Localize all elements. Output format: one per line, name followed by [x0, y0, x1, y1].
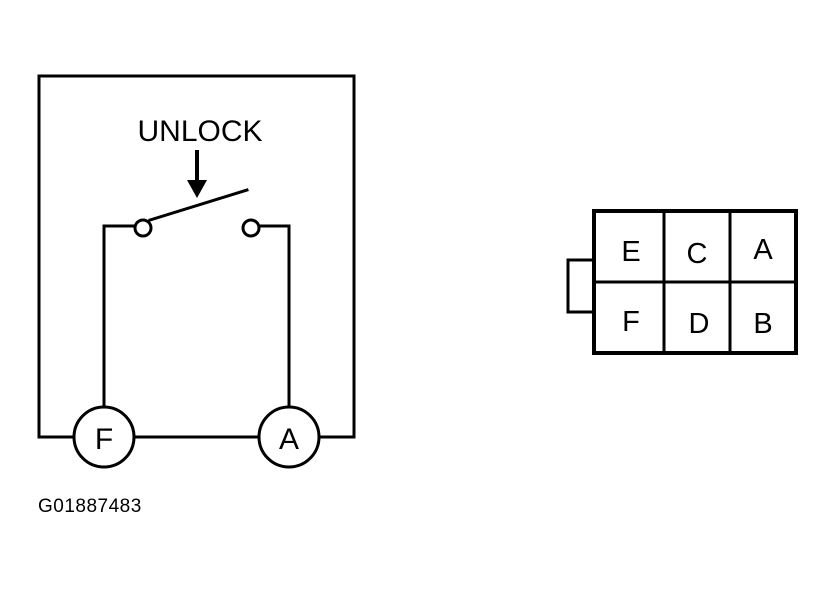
cavity-label: A [753, 234, 773, 266]
figure-id: G01887483 [38, 496, 142, 517]
terminal-f-circle [72, 405, 136, 469]
cavity-label: D [689, 308, 710, 340]
terminal-a: A [257, 405, 321, 469]
unlock-arrow-head [187, 180, 207, 198]
cavity-label: B [753, 308, 772, 340]
switch-blade [148, 188, 249, 222]
terminal-f: F [72, 405, 136, 469]
cavity-label: C [687, 238, 708, 270]
connector-face: E C A F D B [566, 209, 798, 355]
terminal-f-label: F [95, 423, 113, 456]
switch-contact-left [133, 218, 153, 238]
cavity-label: E [621, 236, 640, 268]
terminal-a-circle [257, 405, 321, 469]
right-lead-wire [257, 224, 291, 409]
outer-frame-wire [37, 74, 356, 439]
left-lead-wire [102, 224, 137, 409]
unlock-label: UNLOCK [137, 115, 262, 148]
switch-schematic [37, 74, 356, 439]
cavity-label: F [622, 306, 640, 338]
connector-lock-tab [566, 258, 596, 314]
switch-contact-right [241, 218, 261, 238]
terminal-a-label: A [279, 423, 299, 456]
